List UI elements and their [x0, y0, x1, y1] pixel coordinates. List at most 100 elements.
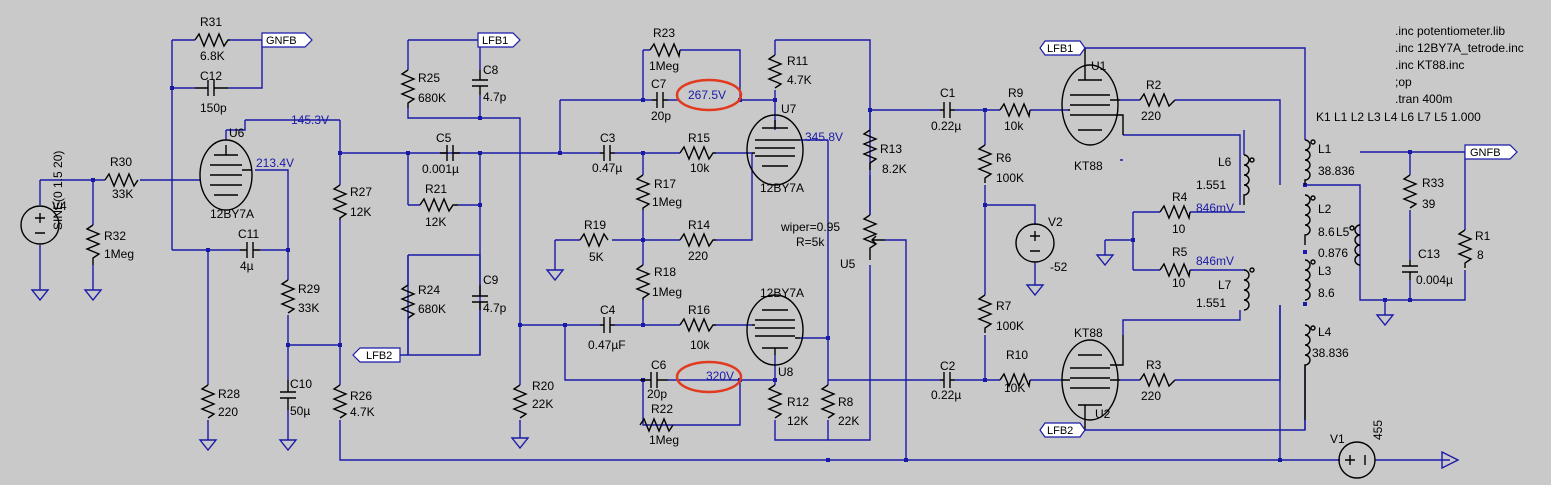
label-c10-val: 50µ [290, 404, 310, 418]
label-l4: L4 [1318, 325, 1332, 339]
resistor-r20 [512, 384, 528, 419]
capacitor-c2 [940, 372, 955, 388]
resistor-r9 [999, 102, 1031, 119]
labels: SINE(0 1.5 20) V4 R30 33K R32 1Meg R31 6… [51, 15, 1524, 447]
capacitor-c13 [1402, 260, 1418, 280]
label-v-846-a: 846mV [1196, 201, 1234, 215]
label-r27-val: 12K [350, 205, 371, 219]
label-r17: R17 [654, 177, 676, 191]
flag-gnfb-left [261, 32, 313, 48]
label-r33-val: 39 [1422, 197, 1436, 211]
label-c4: C4 [600, 303, 616, 317]
capacitor-c6 [640, 372, 668, 388]
tube-u1 [1061, 48, 1124, 146]
flag-text-lfb1-top: LFB1 [482, 35, 508, 47]
label-c3-val: 0.47µ [592, 161, 622, 175]
highlight-rings [675, 78, 743, 394]
label-l5-val: 0.876 [1318, 246, 1348, 260]
resistor-r33 [1402, 174, 1418, 209]
resistor-r2 [1139, 92, 1176, 108]
capacitor-c8 [472, 70, 488, 95]
resistor-r22 [639, 417, 674, 433]
label-r5-val: 10 [1172, 276, 1186, 290]
label-r23: R23 [653, 26, 675, 40]
label-r20: R20 [532, 379, 554, 393]
label-r4-val: 10 [1172, 222, 1186, 236]
label-l2: L2 [1318, 202, 1332, 216]
label-r11-val: 4.7K [787, 73, 812, 87]
label-r19: R19 [584, 218, 606, 232]
wires [39, 39, 1466, 461]
label-r26: R26 [350, 389, 372, 403]
label-r7-val: 100K [996, 319, 1024, 333]
label-r10-val: 10K [1004, 381, 1025, 395]
phase-dot-l7 [1249, 267, 1255, 273]
capacitor-c5 [440, 145, 460, 161]
inductor-l4 [1304, 324, 1311, 420]
highlight-ring-bottom [675, 360, 743, 394]
flag-lfb1-top [477, 32, 521, 48]
label-r23-val: 1Meg [649, 59, 679, 73]
label-r25-val: 680K [418, 91, 446, 105]
resistor-r1 [1457, 229, 1473, 268]
label-u7-type: 12BY7A [760, 181, 804, 195]
label-r14-val: 220 [688, 249, 708, 263]
resistor-r32 [85, 224, 101, 265]
label-r20-val: 22K [532, 397, 553, 411]
resistor-r7 [977, 294, 993, 333]
tube-u8 [746, 294, 804, 366]
label-c1: C1 [940, 86, 956, 100]
label-u2-type: KT88 [1074, 326, 1103, 340]
label-c8: C8 [483, 63, 499, 77]
label-c5: C5 [436, 131, 452, 145]
label-c12: C12 [200, 69, 222, 83]
label-r16-val: 10k [690, 338, 710, 352]
label-r14: R14 [688, 218, 710, 232]
flag-gnfb-right [1464, 144, 1518, 160]
resistor-r31 [194, 32, 230, 48]
label-r18-val: 1Meg [652, 285, 682, 299]
inductor-l2 [1304, 194, 1311, 245]
label-c12-val: 150p [200, 101, 227, 115]
label-c2-val: 0.22µ [931, 388, 961, 402]
label-r10: R10 [1006, 348, 1028, 362]
resistor-r8 [820, 384, 836, 419]
resistor-r10 [999, 372, 1031, 389]
label-u6: U6 [229, 126, 245, 140]
label-l3: L3 [1318, 264, 1332, 278]
flag-text-gnfb-right: GNFB [1470, 147, 1501, 159]
potentiometer-u5 [862, 214, 885, 260]
label-r19-val: 5K [589, 250, 604, 264]
label-l5: L5 [1336, 225, 1350, 239]
label-v4-spec: SINE(0 1.5 20) [51, 151, 65, 230]
label-l1-val: 38.836 [1318, 164, 1355, 178]
label-r13: R13 [880, 142, 902, 156]
label-r18: R18 [654, 265, 676, 279]
label-r-5k: R=5k [796, 235, 825, 249]
label-l6-val: 1.551 [1196, 178, 1226, 192]
label-r24: R24 [418, 283, 440, 297]
capacitor-c10 [280, 380, 296, 410]
label-c5-val: 0.001µ [422, 162, 459, 176]
capacitor-c12 [195, 80, 228, 96]
label-r4: R4 [1172, 190, 1188, 204]
label-r12-val: 12K [787, 414, 808, 428]
resistor-r15 [679, 145, 716, 161]
phase-dot-l3 [1310, 259, 1316, 265]
label-c9: C9 [483, 273, 499, 287]
label-c8-val: 4.7p [483, 90, 507, 104]
label-r22-val: 1Meg [649, 433, 679, 447]
capacitor-c3 [600, 145, 615, 161]
phase-dot-l6 [1249, 157, 1255, 163]
phase-dot-l2 [1310, 195, 1316, 201]
label-r5: R5 [1172, 245, 1188, 259]
label-r12: R12 [787, 395, 809, 409]
resistor-r25 [400, 69, 416, 108]
sources [20, 205, 1376, 479]
resistor-r21 [419, 197, 458, 213]
tube-u7 [746, 114, 804, 186]
label-c2: C2 [940, 359, 956, 373]
resistor-r19 [579, 232, 609, 248]
label-l7: L7 [1218, 278, 1232, 292]
